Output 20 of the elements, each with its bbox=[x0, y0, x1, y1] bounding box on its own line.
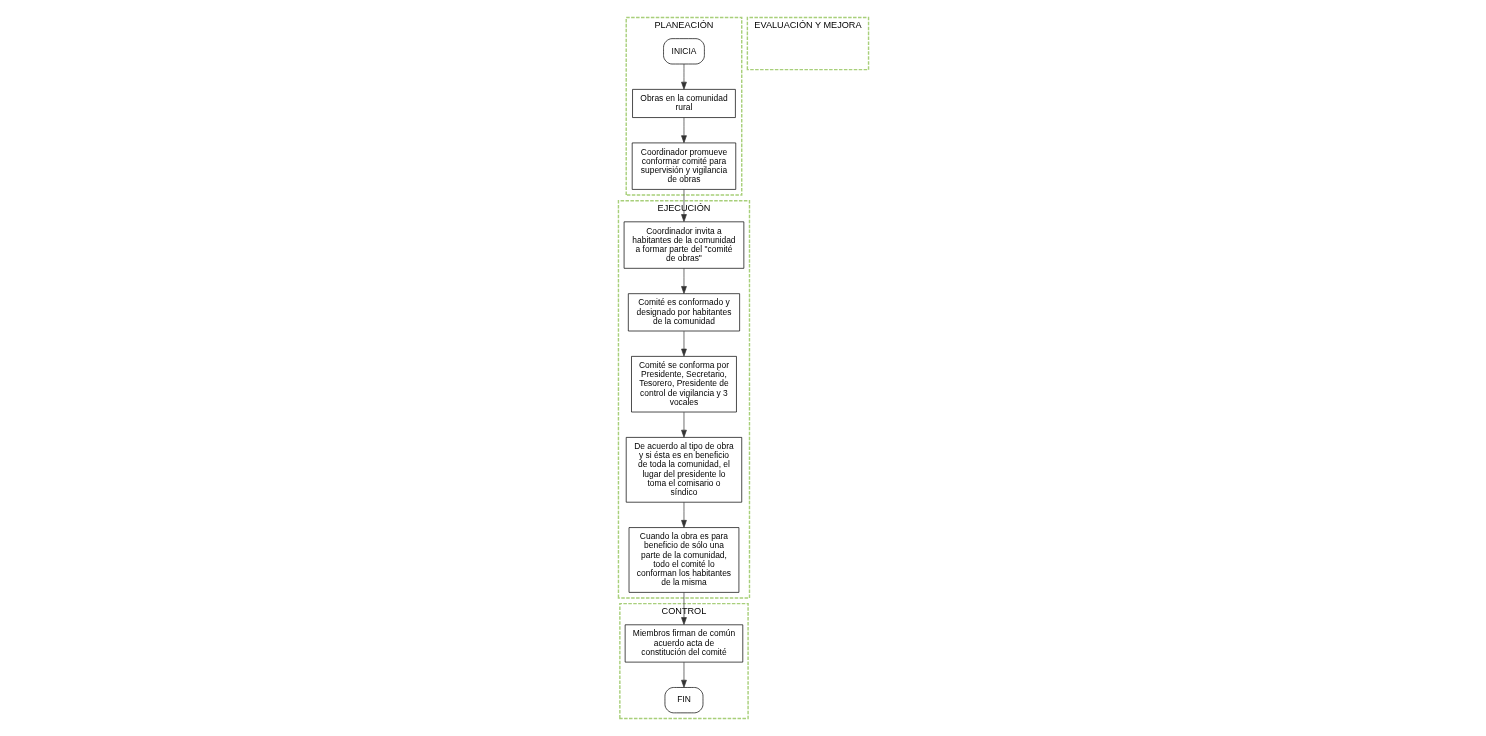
node-box: Obras en la comunidad rural bbox=[631, 89, 736, 118]
node-box: INICIA bbox=[662, 38, 705, 65]
node-box: Coordinador promueve conformar comité para supervisión y vigilancia de obras bbox=[631, 142, 736, 190]
arrow bbox=[680, 592, 687, 625]
arrow bbox=[680, 501, 687, 528]
arrow bbox=[680, 189, 687, 222]
node-box: Miembros firman de común acuerdo acta de constitución del comité bbox=[624, 624, 743, 663]
arrow bbox=[680, 268, 687, 294]
node-box: Cuando la obra es para beneficio de sólo una parte de la comunidad, todo el comité lo conforman los habitantes de la misma bbox=[628, 527, 739, 593]
node-box: EVALUACIÓN Y MEJORA bbox=[746, 16, 869, 71]
arrow bbox=[680, 117, 687, 144]
arrow bbox=[680, 411, 687, 438]
arrow bbox=[680, 661, 687, 688]
arrow bbox=[680, 330, 687, 357]
node-box: Comité es conformado y designado por habitantes de la comunidad bbox=[627, 293, 740, 332]
arrow bbox=[680, 63, 687, 90]
node-box: De acuerdo al tipo de obra y si ésta es en beneficio de toda la comunidad, el lugar del presidente lo toma el comisario o síndico bbox=[625, 437, 742, 503]
node-box: Comité se conforma por Presidente, Secretario, Tesorero, Presidente de control de vigilancia y 3 vocales bbox=[630, 356, 737, 413]
node-box: FIN bbox=[664, 687, 703, 714]
node-box: Coordinador invita a habitantes de la comunidad a formar parte del "comité de obras" bbox=[623, 221, 744, 269]
